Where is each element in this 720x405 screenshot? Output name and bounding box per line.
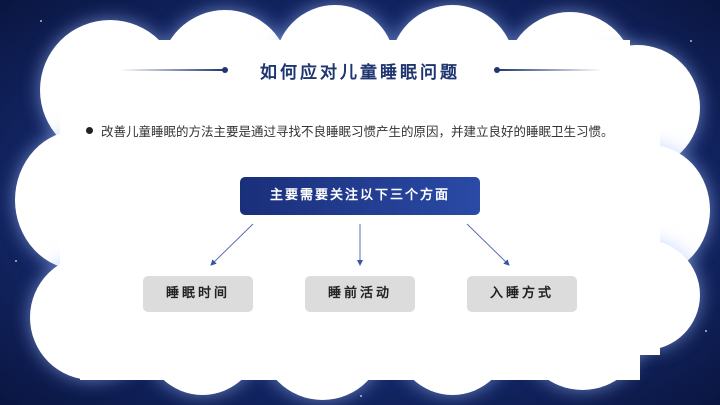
aspect-box-sleep-time: 睡眠时间 (143, 276, 253, 312)
title-line-left (120, 69, 225, 71)
bullet-icon (86, 127, 93, 134)
main-topic-box: 主要需要关注以下三个方面 (240, 177, 480, 215)
aspect-box-bedtime-activity: 睡前活动 (305, 276, 415, 312)
arrow-left (210, 223, 254, 266)
body-text: 改善儿童睡眠的方法主要是通过寻找不良睡眠习惯产生的原因，并建立良好的睡眠卫生习惯… (101, 124, 614, 139)
page-title: 如何应对儿童睡眠问题 (260, 63, 460, 83)
title-dot-left (222, 67, 228, 73)
arrow-right (466, 223, 510, 266)
aspect-box-falling-asleep-method: 入睡方式 (467, 276, 577, 312)
title-line-right (497, 69, 602, 71)
